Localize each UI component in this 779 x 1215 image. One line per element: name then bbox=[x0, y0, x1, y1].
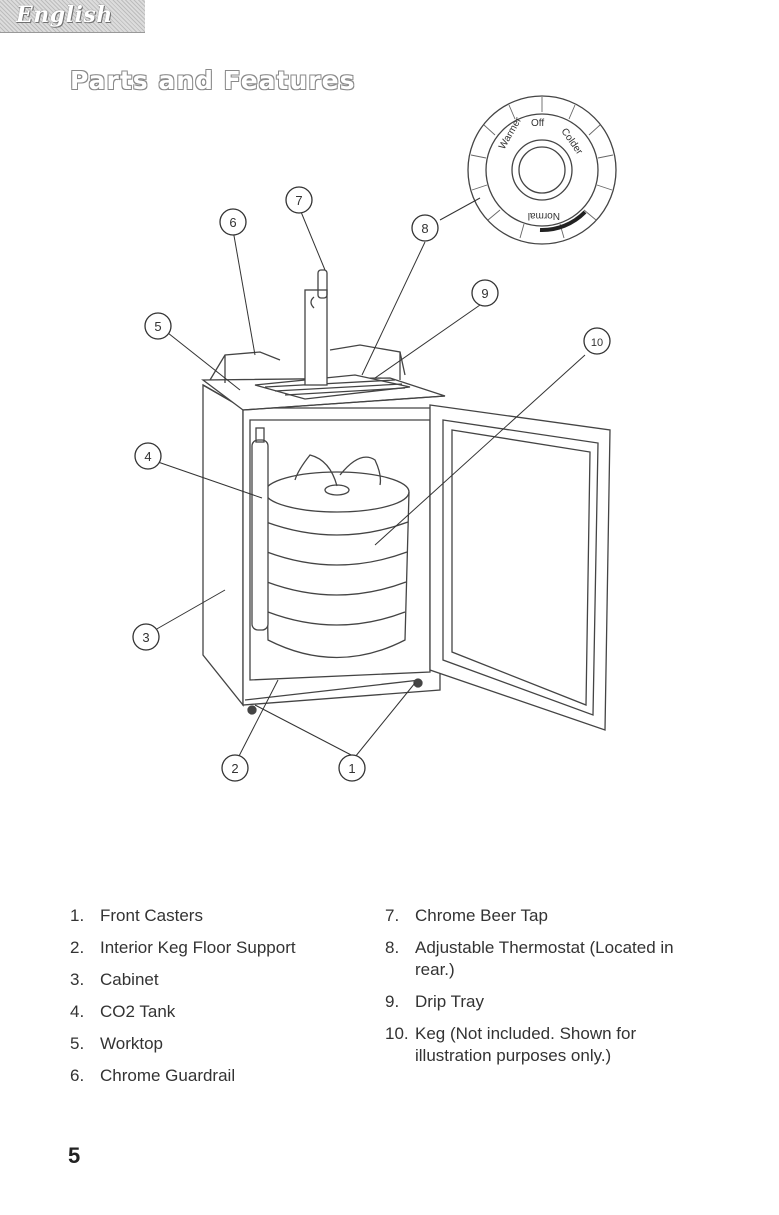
list-item: 1. Front Casters bbox=[70, 905, 380, 927]
callout-1: 1 bbox=[348, 761, 355, 776]
callout-10: 10 bbox=[591, 337, 603, 349]
callout-7: 7 bbox=[295, 193, 302, 208]
item-number: 8. bbox=[385, 938, 400, 957]
list-item: 10. Keg (Not included. Shown for illustra… bbox=[385, 1023, 705, 1067]
item-label: Chrome Beer Tap bbox=[415, 906, 548, 925]
parts-list-left: 1. Front Casters 2. Interior Keg Floor Sup… bbox=[70, 905, 380, 1097]
item-label: Cabinet bbox=[100, 970, 159, 989]
list-item: 7. Chrome Beer Tap bbox=[385, 905, 705, 927]
item-label: Interior Keg Floor Support bbox=[100, 938, 296, 957]
item-number: 7. bbox=[385, 906, 400, 925]
list-item: 6. Chrome Guardrail bbox=[70, 1065, 380, 1087]
drip-tray bbox=[254, 374, 411, 400]
page-number: 5 bbox=[68, 1143, 81, 1168]
thermostat-dial bbox=[467, 95, 617, 245]
language-tab: English bbox=[0, 0, 145, 33]
beer-tap-tower bbox=[304, 269, 328, 386]
dial-label-off: Off bbox=[531, 118, 544, 129]
item-label: Front Casters bbox=[100, 906, 203, 925]
callout-9: 9 bbox=[481, 286, 488, 301]
kegerator-diagram: Off Warmer Colder Normal 1 2 3 4 5 6 7 8… bbox=[132, 95, 617, 782]
item-number: 10. bbox=[385, 1024, 409, 1043]
list-item: 5. Worktop bbox=[70, 1033, 380, 1055]
item-label: Adjustable Thermostat (Located in rear.) bbox=[415, 938, 674, 979]
callout-3: 3 bbox=[142, 630, 149, 645]
item-number: 6. bbox=[70, 1066, 85, 1085]
item-label: CO2 Tank bbox=[100, 1002, 176, 1021]
list-item: 4. CO2 Tank bbox=[70, 1001, 380, 1023]
language-label: English bbox=[16, 2, 113, 28]
item-label: Keg (Not included. Shown for illustratio… bbox=[415, 1024, 637, 1065]
list-item: 2. Interior Keg Floor Support bbox=[70, 937, 380, 959]
item-number: 4. bbox=[70, 1002, 85, 1021]
item-label: Worktop bbox=[100, 1034, 163, 1053]
co2-tank bbox=[251, 427, 269, 631]
dial-label-normal: Normal bbox=[528, 210, 560, 221]
keg bbox=[264, 454, 410, 659]
callout-5: 5 bbox=[154, 319, 161, 334]
callout-4: 4 bbox=[144, 449, 151, 464]
front-casters bbox=[244, 678, 423, 715]
item-number: 3. bbox=[70, 970, 85, 989]
item-number: 1. bbox=[70, 906, 85, 925]
list-item: 3. Cabinet bbox=[70, 969, 380, 991]
cabinet-door bbox=[429, 404, 611, 731]
item-label: Drip Tray bbox=[415, 992, 484, 1011]
page-title: Parts and Features bbox=[70, 66, 356, 95]
callout-6: 6 bbox=[229, 215, 236, 230]
list-item: 8. Adjustable Thermostat (Located in rear… bbox=[385, 937, 705, 981]
callout-8: 8 bbox=[421, 221, 428, 236]
item-label: Chrome Guardrail bbox=[100, 1066, 236, 1085]
parts-list-right: 7. Chrome Beer Tap 8. Adjustable Thermosta… bbox=[385, 905, 705, 1077]
list-item: 9. Drip Tray bbox=[385, 991, 705, 1013]
item-number: 9. bbox=[385, 992, 400, 1011]
callout-2: 2 bbox=[231, 761, 238, 776]
item-number: 2. bbox=[70, 938, 85, 957]
item-number: 5. bbox=[70, 1034, 85, 1053]
